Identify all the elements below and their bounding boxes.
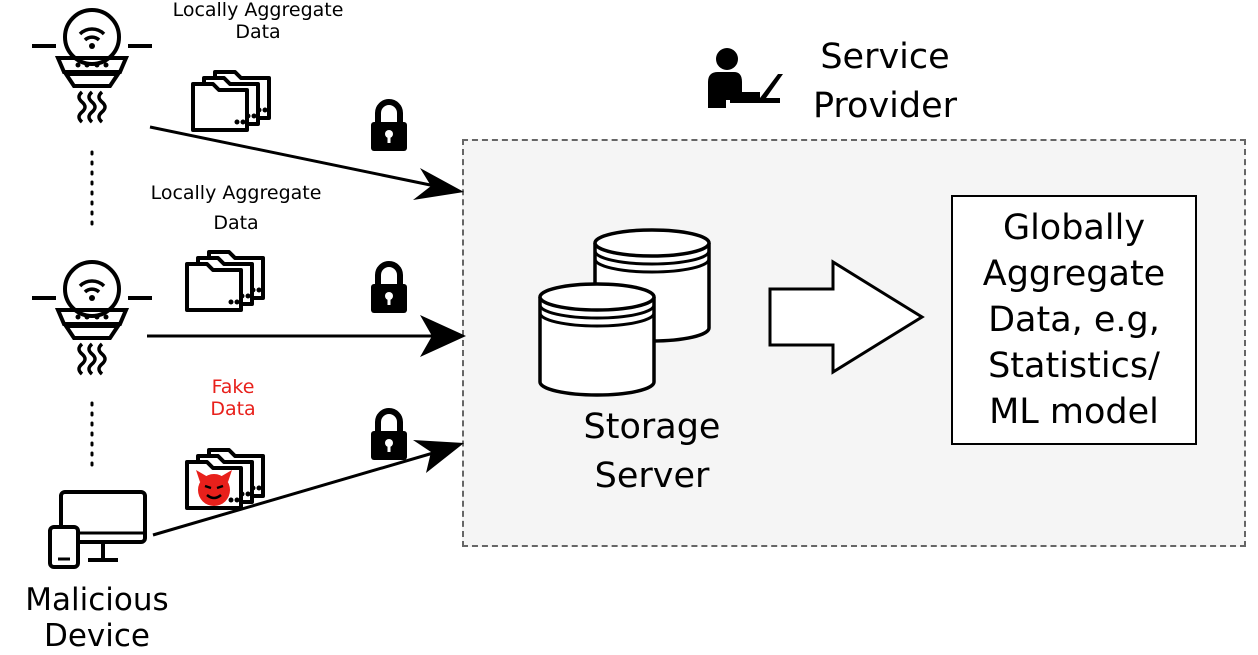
fake-data-label: Fake Data xyxy=(210,376,256,420)
folders-devil-icon xyxy=(187,450,263,508)
folders-icon xyxy=(187,252,263,310)
database-icon xyxy=(538,228,711,397)
lock-icon xyxy=(371,102,407,151)
lock-icon xyxy=(371,264,407,313)
global-aggregate-label: Globally Aggregate Data, e.g, Statistics… xyxy=(982,207,1166,433)
local-data-label: Locally Aggregate Data xyxy=(172,0,344,43)
global-aggregate-box: Globally Aggregate Data, e.g, Statistics… xyxy=(951,195,1197,445)
malicious-device-label: Malicious Device xyxy=(25,582,169,654)
arrow-connection xyxy=(149,125,464,200)
process-arrow xyxy=(768,259,925,375)
iot-sensor-icon xyxy=(30,8,154,124)
user-laptop-icon xyxy=(708,48,783,108)
lock-icon xyxy=(371,411,407,460)
devil-icon xyxy=(196,470,232,506)
folders-icon xyxy=(193,72,269,130)
arrow-connection xyxy=(152,440,464,537)
service-provider-label: Service Provider xyxy=(812,37,958,126)
iot-sensor-icon xyxy=(30,260,154,376)
storage-server-label: Storage Server xyxy=(583,407,721,496)
computer-phone-icon xyxy=(48,490,147,569)
arrow-connection xyxy=(147,315,466,357)
local-data-label: Locally Aggregate Data xyxy=(150,182,322,235)
